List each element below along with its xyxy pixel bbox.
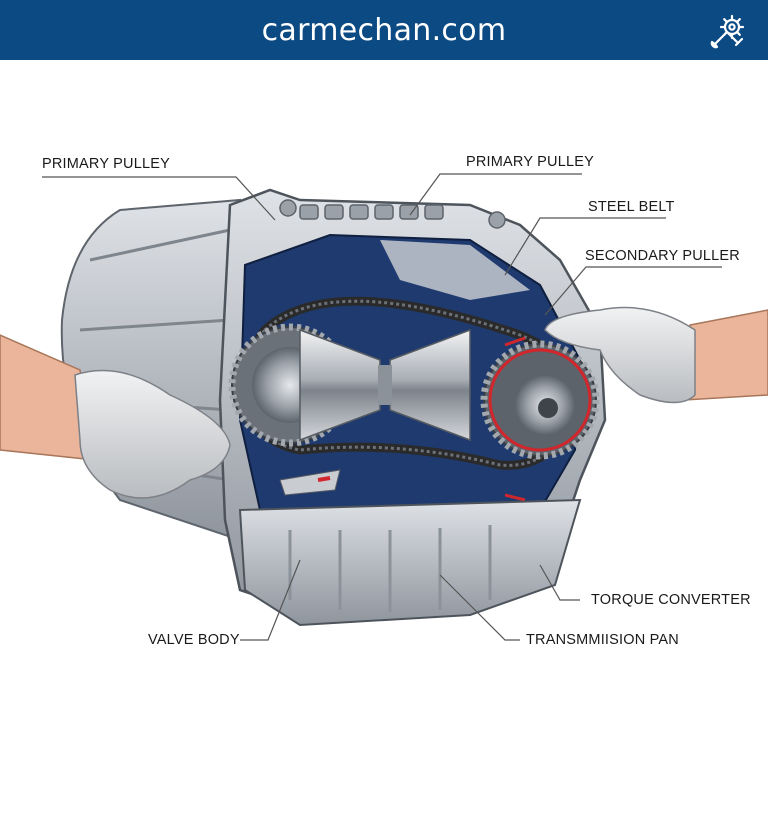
label-secondary-pulley: SECONDARY PULLER <box>585 248 740 264</box>
label-transmission-pan: TRANSMMIISION PAN <box>526 632 679 648</box>
wrench-gear-icon[interactable] <box>708 11 748 51</box>
label-primary-pulley-right: PRIMARY PULLEY <box>466 154 594 170</box>
label-steel-belt: STEEL BELT <box>588 199 675 215</box>
cvt-transmission-illustration <box>0 188 768 627</box>
site-header: carmechan.com <box>0 0 768 60</box>
label-valve-body: VALVE BODY <box>148 632 240 648</box>
cvt-diagram: PRIMARY PULLEY PRIMARY PULLEY STEEL BELT… <box>0 60 768 768</box>
label-primary-pulley-left: PRIMARY PULLEY <box>42 156 170 172</box>
site-title[interactable]: carmechan.com <box>261 12 507 48</box>
label-torque-converter: TORQUE CONVERTER <box>591 592 751 608</box>
